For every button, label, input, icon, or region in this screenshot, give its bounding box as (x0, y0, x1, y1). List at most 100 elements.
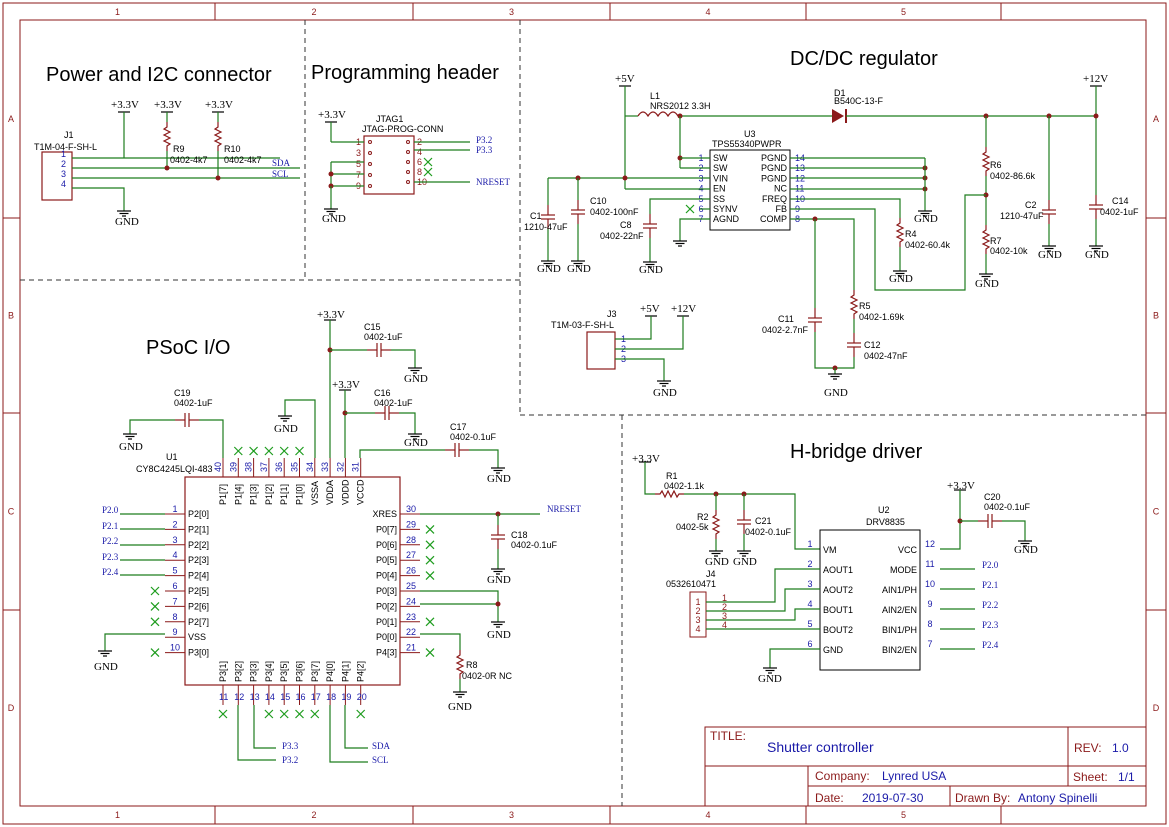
c19-value: 0402-1uF (174, 398, 213, 408)
gnd-label: GND (404, 437, 428, 449)
net-scl: SCL (272, 169, 289, 179)
net-p20: P2.0 (102, 505, 119, 515)
jtag1-pin-number: 4 (417, 147, 422, 157)
pwr-label: +5V (615, 73, 635, 85)
jtag1-pin (406, 170, 410, 174)
u2-pin-number: 6 (807, 639, 812, 649)
c11-ref: C11 (778, 314, 794, 324)
u1-pin-number: 25 (406, 581, 416, 591)
u1-pin-number: 14 (265, 692, 275, 702)
c18-ref: C18 (511, 530, 528, 540)
frame-col-label: 5 (901, 810, 906, 820)
u3-pin-name: SYNV (713, 204, 738, 214)
pwr-label: +3.3V (205, 99, 233, 111)
gnd-label: GND (537, 263, 561, 275)
gnd-label: GND (639, 264, 663, 276)
r8-ref: R8 (466, 660, 478, 670)
pwr-label: +3.3V (111, 99, 139, 111)
frame-col-label: 1 (115, 810, 120, 820)
title-block: TITLE: Shutter controller REV: 1.0 Compa… (704, 726, 1147, 807)
u1-pin-number: 33 (320, 462, 330, 472)
jtag1-pin (368, 184, 372, 188)
j3-connector (586, 331, 616, 370)
j4-ref: J4 (706, 569, 716, 579)
jtag1-pin (406, 140, 410, 144)
c14-value: 0402-1uF (1100, 207, 1139, 217)
u2-pin-name: VCC (898, 545, 918, 555)
sheet-label: Sheet: (1073, 770, 1108, 784)
c19-ref: C19 (174, 388, 191, 398)
jtag1-pin (406, 150, 410, 154)
u3-pin-name: FB (775, 204, 787, 214)
frame-col-label: 2 (311, 810, 316, 820)
u1-pin-number: 24 (406, 596, 416, 606)
r8-value: 0402-0R NC (462, 671, 513, 681)
u2-pin-number: 1 (807, 539, 812, 549)
u1-pin-name: P0[7] (376, 524, 397, 534)
u1-pin-name: VSSA (310, 481, 320, 505)
u1-pin-name: P1[2] (264, 484, 274, 505)
u2-pin-name: MODE (890, 565, 917, 575)
u1-pin-name: P0[2] (376, 601, 397, 611)
c20-ref: C20 (984, 492, 1001, 502)
jtag1-pin-number: 3 (356, 148, 361, 158)
u2-pin-name: AIN1/PH (882, 585, 917, 595)
no-connect-marker (264, 709, 274, 719)
u1-pin-name: VDDD (340, 479, 350, 505)
gnd-label: GND (733, 556, 757, 568)
u3-pin-name: PGND (761, 173, 788, 183)
u2-pin-number: 8 (927, 619, 932, 629)
gnd-label: GND (119, 441, 143, 453)
no-connect-marker (150, 647, 160, 658)
gnd-label: GND (705, 556, 729, 568)
drawn-by-label: Drawn By: (955, 791, 1010, 805)
u1-pin-number: 10 (170, 643, 180, 653)
gnd-label: GND (1085, 249, 1109, 261)
u1-pin-name: XRES (372, 509, 397, 519)
c8-value: 0402-22nF (600, 231, 644, 241)
gnd-label: GND (404, 373, 428, 385)
u2-pin-number: 7 (927, 639, 932, 649)
no-connect-marker (264, 446, 274, 456)
r4-value: 0402-60.4k (905, 240, 951, 250)
jtag1-ref: JTAG1 (376, 114, 403, 124)
jtag1-pin-number: 8 (417, 167, 422, 177)
l1-value: NRS2012 3.3H (650, 101, 711, 111)
no-connect-marker (294, 709, 305, 719)
u1-pin-name: P0[3] (376, 586, 397, 596)
c12-value: 0402-47nF (864, 351, 908, 361)
u2-pin-number: 12 (925, 539, 935, 549)
u3-value: TPS55340PWPR (712, 139, 782, 149)
u1-pin-name: VCCD (356, 479, 366, 505)
u2-pin-name: BIN2/EN (882, 645, 917, 655)
u1-pin-name: P0[0] (376, 632, 397, 642)
c11-value: 0402-2.7nF (762, 325, 809, 335)
no-connect-marker (279, 446, 289, 456)
j4-pin-number: 1 (722, 593, 727, 603)
jtag1-connector (363, 135, 415, 195)
d1-value: B540C-13-F (834, 96, 884, 106)
u1-pin-name: P4[0] (325, 661, 335, 682)
u1-pin-number: 9 (172, 627, 177, 637)
frame-col-label: 2 (311, 7, 316, 17)
c10-ref: C10 (590, 196, 607, 206)
gnd-label: GND (94, 661, 118, 673)
jtag1-pin-number: 5 (356, 159, 361, 169)
gnd-label: GND (1038, 249, 1062, 261)
pwr-label: +3.3V (632, 453, 660, 465)
c8-ref: C8 (620, 220, 632, 230)
frame-col-label: 3 (509, 7, 514, 17)
gnd-label: GND (1014, 544, 1038, 556)
u1-pin-name: P4[1] (340, 661, 350, 682)
frame-row-label: D (1153, 703, 1160, 713)
c12-ref: C12 (864, 340, 881, 350)
u1-pin-name: P3[3] (249, 661, 259, 682)
company-label: Company: (815, 769, 870, 783)
frame-col-label: 3 (509, 810, 514, 820)
net-p23: P2.3 (102, 552, 119, 562)
u3-pin-name: NC (774, 184, 787, 194)
u2-pin-name: BOUT1 (823, 605, 853, 615)
j1-pin-number: 4 (61, 179, 66, 189)
gnd-label: GND (653, 387, 677, 399)
